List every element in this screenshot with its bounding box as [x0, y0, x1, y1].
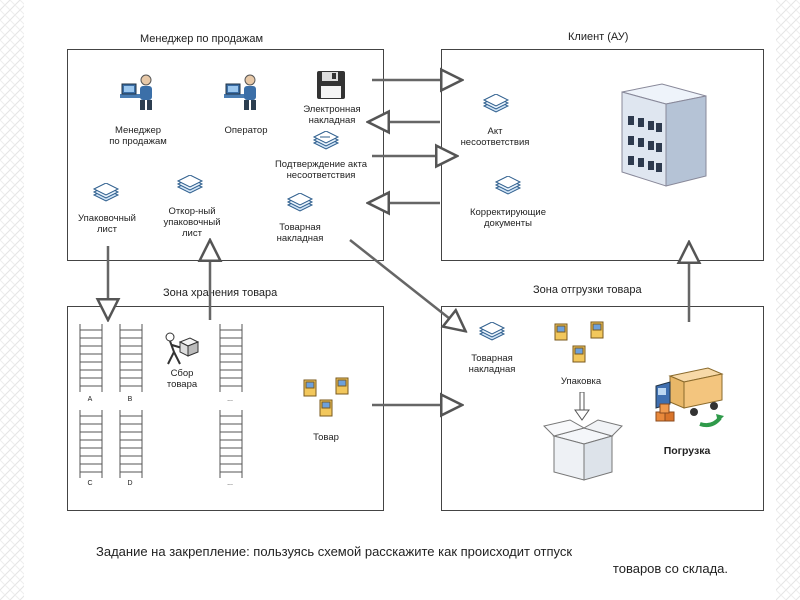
storage-zone-title: Зона хранения товара: [163, 287, 278, 299]
act-docs-icon: [482, 94, 510, 116]
floppy-disk-icon: [316, 70, 346, 100]
goods-invoice-docs-icon: [286, 193, 314, 215]
rack-label-bottom-right: ...: [227, 480, 233, 487]
manager-label: Менеджер по продажам: [109, 125, 167, 147]
rejected-packing-label: Откор-ный упаковочный лист: [163, 206, 221, 239]
client-zone-box: [441, 49, 764, 261]
operator-person-icon: [222, 72, 266, 112]
open-box-icon: [540, 418, 626, 482]
shipping-zone-box: [441, 306, 764, 511]
caption-line-1: Задание на закрепление: пользуясь схемой…: [96, 544, 573, 559]
rack-label-top-right: ...: [227, 396, 233, 403]
right-decorative-pattern: [776, 0, 800, 600]
down-arrow-icon: [574, 392, 590, 422]
goods-label: Товар: [313, 432, 339, 443]
e-invoice-label: Электронная накладная: [303, 104, 361, 126]
correcting-docs-label: Корректирующие документы: [469, 207, 547, 229]
loading-label: Погрузка: [663, 445, 711, 457]
task-caption: Задание на закрепление: пользуясь схемой…: [96, 543, 728, 577]
rack-a: [79, 324, 103, 392]
rack-c: [79, 410, 103, 478]
picking-label: Сбор товара: [166, 368, 198, 390]
picking-worker-icon: [160, 330, 200, 366]
rack-top-right: [219, 324, 243, 392]
packing-list-label: Упаковочный лист: [78, 213, 136, 235]
confirm-documents-icon: [312, 131, 340, 153]
shipping-invoice-label: Товарная накладная: [468, 353, 516, 375]
correcting-docs-icon: [494, 176, 522, 198]
client-zone-title: Клиент (АУ): [568, 31, 629, 43]
storage-racks-icon: [76, 322, 256, 492]
rack-label-d: D: [127, 480, 133, 487]
client-building-icon: [618, 80, 710, 190]
confirm-act-label: Подтверждение акта несоответствия: [274, 159, 368, 181]
rack-label-c: C: [87, 480, 93, 487]
rack-d: [119, 410, 143, 478]
goods-boxes-icon: [302, 376, 352, 420]
rack-bottom-right: [219, 410, 243, 478]
packing-list-docs-icon: [92, 183, 120, 205]
shipping-invoice-docs-icon: [478, 322, 506, 344]
rack-label-a: A: [87, 396, 93, 403]
manager-zone-title: Менеджер по продажам: [140, 33, 264, 45]
packing-label: Упаковка: [560, 376, 602, 387]
left-decorative-pattern: [0, 0, 24, 600]
rack-b: [119, 324, 143, 392]
act-label: Акт несоответствия: [460, 126, 530, 148]
rejected-packing-docs-icon: [176, 175, 204, 197]
operator-label: Оператор: [224, 125, 268, 136]
goods-invoice-label: Товарная накладная: [276, 222, 324, 244]
shipping-zone-title: Зона отгрузки товара: [533, 284, 642, 296]
delivery-truck-icon: [650, 362, 730, 432]
caption-line-2: товаров со склада.: [612, 561, 728, 576]
rack-label-b: B: [127, 396, 133, 403]
manager-person-icon: [118, 72, 162, 112]
packing-items-icon: [553, 320, 609, 368]
